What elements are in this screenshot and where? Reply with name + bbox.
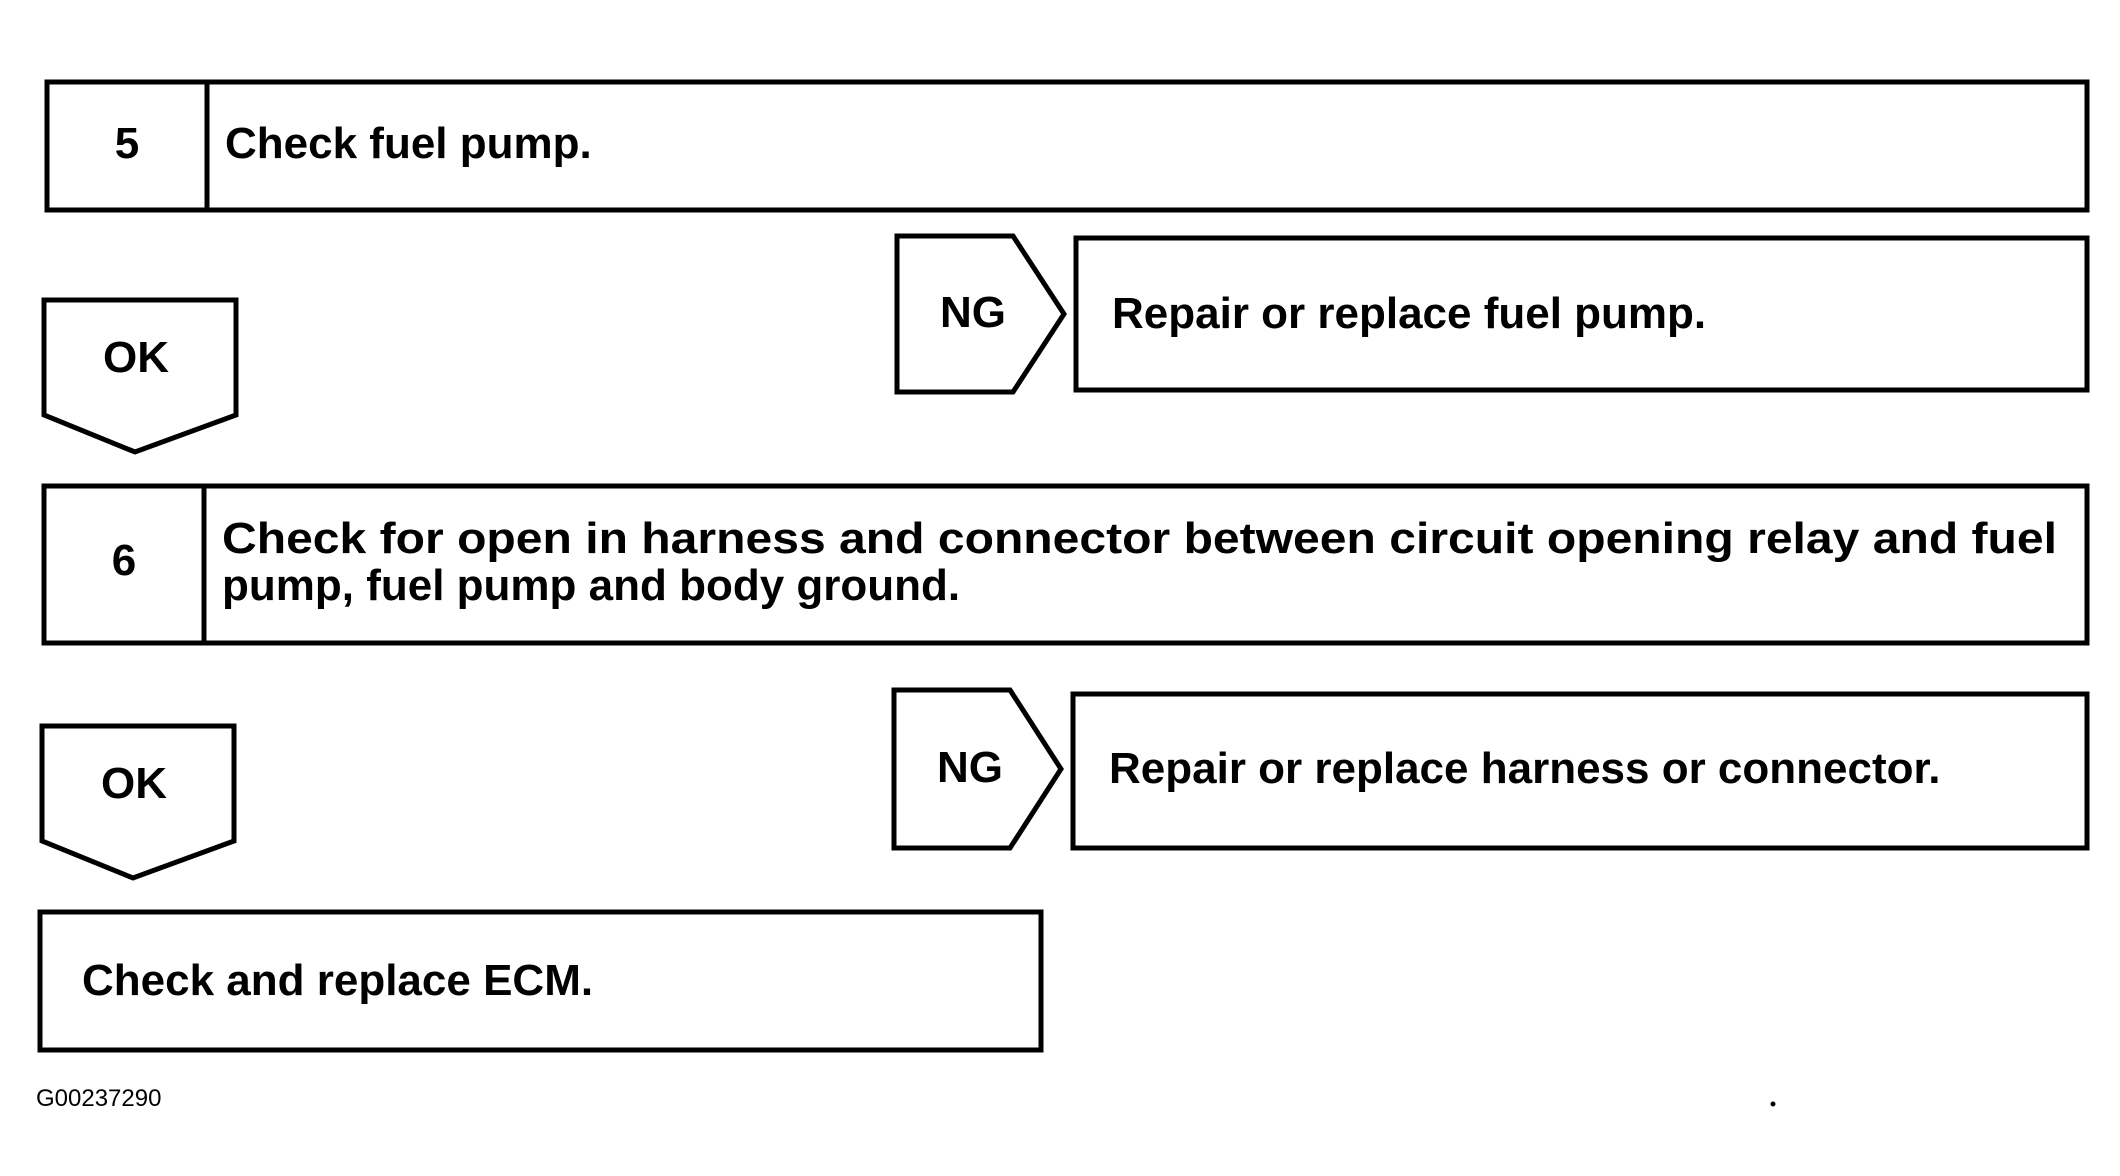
step-6-text-line2: pump, fuel pump and body ground.	[222, 561, 960, 610]
ng-action-box-1: Repair or replace fuel pump.	[1073, 235, 2090, 393]
ng-action-1-text: Repair or replace fuel pump.	[1112, 289, 1706, 338]
figure-id: G00237290	[36, 1085, 161, 1112]
step-6-box: 6 Check for open in harness and connecto…	[41, 483, 2090, 646]
stray-dot	[1770, 1101, 1776, 1107]
ok-label-2: OK	[101, 759, 167, 808]
step-6-number: 6	[112, 536, 136, 585]
step-5-number: 5	[115, 119, 139, 168]
step-5-text: Check fuel pump.	[225, 119, 592, 168]
ng-label-1: NG	[940, 288, 1006, 337]
ng-action-box-2: Repair or replace harness or connector.	[1070, 691, 2090, 851]
ng-action-2-text: Repair or replace harness or connector.	[1109, 744, 1940, 793]
ng-arrow-1: NG	[894, 233, 1067, 395]
ok-label-1: OK	[103, 333, 169, 382]
ng-label-2: NG	[937, 743, 1003, 792]
ok-arrow-1: OK	[41, 297, 239, 455]
step-5-box: 5 Check fuel pump.	[44, 79, 2090, 213]
ok-arrow-2: OK	[39, 723, 237, 881]
ng-arrow-2: NG	[891, 687, 1064, 851]
final-action-text: Check and replace ECM.	[82, 956, 593, 1005]
step-6-text-line1: Check for open in harness and connector …	[222, 514, 2057, 563]
final-action-box: Check and replace ECM.	[37, 909, 1044, 1053]
